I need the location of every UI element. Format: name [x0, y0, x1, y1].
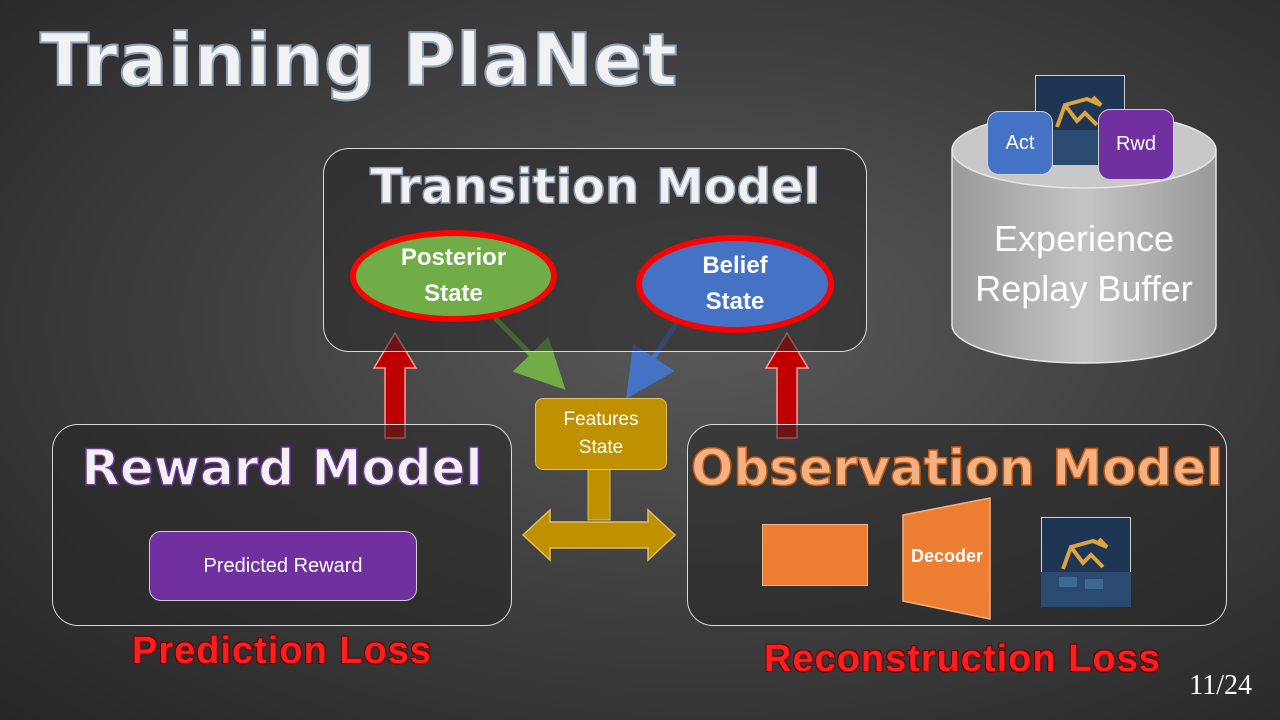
- rwd-box: Rwd: [1098, 109, 1174, 180]
- belief-state-node: Belief State: [636, 235, 834, 333]
- decoder-shape: [902, 497, 991, 620]
- reward-model-title: Reward Model: [81, 438, 484, 498]
- features-stem: [587, 467, 611, 521]
- prediction-loss-label: Prediction Loss: [132, 630, 433, 672]
- page-number: 11/24: [1189, 670, 1252, 701]
- reward-model-box: Reward Model Predicted Reward: [52, 424, 512, 626]
- replay-buffer-label: Experience Replay Buffer: [975, 218, 1193, 310]
- features-double-arrow: [521, 508, 677, 562]
- slide-title: Training PlaNet: [39, 17, 679, 103]
- latent-features-rect: [762, 524, 868, 586]
- posterior-state-node: Posterior State: [350, 230, 557, 322]
- transition-model-title: Transition Model: [369, 158, 821, 216]
- act-box: Act: [987, 111, 1053, 175]
- observation-model-title: Observation Model: [690, 438, 1224, 498]
- reconstructed-observation-image: [1041, 517, 1131, 607]
- predicted-reward-box: Predicted Reward: [149, 531, 417, 601]
- decoder-label: Decoder: [910, 546, 984, 566]
- reconstruction-loss-label: Reconstruction Loss: [764, 638, 1161, 680]
- observation-model-box: Observation Model Decoder: [687, 424, 1227, 626]
- features-state-node: Features State: [535, 398, 667, 470]
